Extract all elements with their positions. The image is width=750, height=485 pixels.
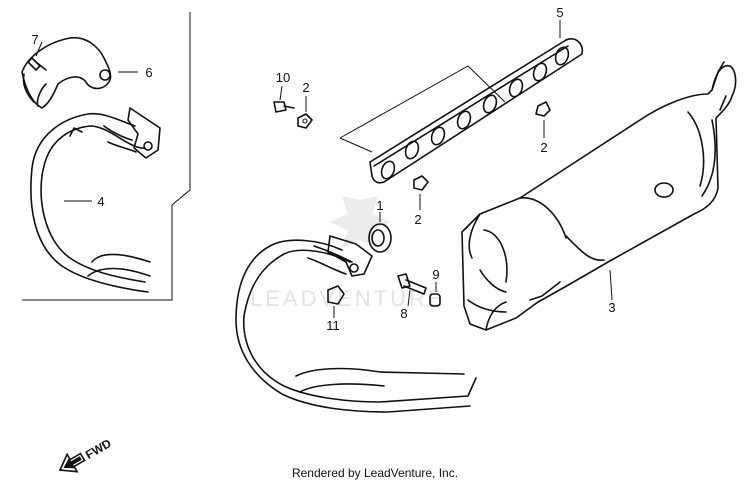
callout-7: 7 <box>31 32 38 47</box>
fwd-label: FWD <box>83 436 114 462</box>
nut-11 <box>327 285 345 305</box>
nut-2b <box>535 101 551 117</box>
exhaust-pipe-inset <box>30 107 161 293</box>
callout-8: 8 <box>400 306 407 321</box>
callout-1: 1 <box>376 198 383 213</box>
callout-2a: 2 <box>302 80 309 95</box>
screw-7 <box>27 57 47 71</box>
bolt-8 <box>397 273 427 295</box>
footer-credit: Rendered by LeadVenture, Inc. <box>291 466 459 480</box>
leader-lines <box>35 20 613 318</box>
callout-9: 9 <box>432 267 439 282</box>
exhaust-pipe-main <box>235 235 477 413</box>
callout-labels: 7 6 4 5 10 2 2 2 1 9 8 11 3 <box>31 5 615 333</box>
heat-shield-cap <box>21 36 112 109</box>
callout-5: 5 <box>556 5 563 20</box>
leader-plate-2 <box>339 137 373 153</box>
watermark-text: LEADVENTURE <box>250 286 446 311</box>
callout-10: 10 <box>276 70 290 85</box>
callout-11: 11 <box>326 318 340 333</box>
inset-border <box>22 12 191 301</box>
callout-2c: 2 <box>414 212 421 227</box>
muffler-3 <box>461 61 737 331</box>
watermark: LEADVENTURE <box>250 196 446 311</box>
leader-plate <box>339 65 506 139</box>
callout-2b: 2 <box>540 140 547 155</box>
callout-4: 4 <box>97 194 104 209</box>
protector-plate <box>369 38 584 184</box>
callout-6: 6 <box>145 65 152 80</box>
bolt-10 <box>273 101 295 113</box>
collar-9 <box>429 293 441 307</box>
gasket-1 <box>368 223 392 253</box>
nut-2c <box>413 175 429 191</box>
callout-3: 3 <box>608 300 615 315</box>
nut-2a <box>297 113 313 129</box>
